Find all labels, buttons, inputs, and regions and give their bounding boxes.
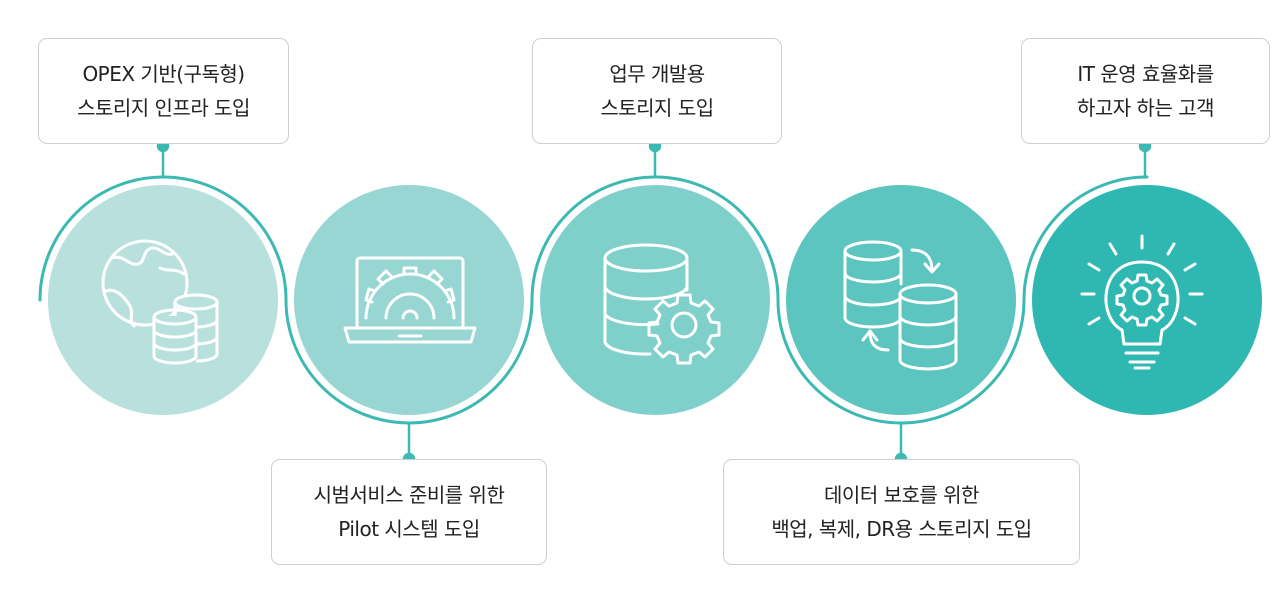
step-circle-5 xyxy=(1032,185,1262,415)
step-label-box-3: 업무 개발용 스토리지 도입 xyxy=(532,38,782,144)
step-label-line: 업무 개발용 xyxy=(609,62,705,86)
step-label-line: 스토리지 인프라 도입 xyxy=(77,96,250,120)
step-label-line: 스토리지 도입 xyxy=(600,96,714,120)
lightbulb-gear-icon xyxy=(1080,234,1204,370)
step-label-line: 시범서비스 준비를 위한 xyxy=(313,483,505,507)
step-label-line: Pilot 시스템 도입 xyxy=(338,517,480,541)
step-label-line: OPEX 기반(구독형) xyxy=(82,62,245,86)
step-circle-1 xyxy=(48,185,278,415)
step-label-box-4: 데이터 보호를 위한 백업, 복제, DR용 스토리지 도입 xyxy=(723,459,1080,565)
step-label-box-5: IT 운영 효율화를 하고자 하는 고객 xyxy=(1021,38,1270,144)
database-gear-icon xyxy=(603,243,721,365)
step-label-line: IT 운영 효율화를 xyxy=(1077,62,1214,86)
step-label-line: 하고자 하는 고객 xyxy=(1076,96,1215,120)
step-circle-2 xyxy=(294,185,524,415)
step-label-line: 데이터 보호를 위한 xyxy=(824,483,979,507)
arc-5 xyxy=(1022,175,1149,302)
database-sync-icon xyxy=(843,240,958,371)
step-label-box-2: 시범서비스 준비를 위한 Pilot 시스템 도입 xyxy=(271,459,547,565)
step-label-box-1: OPEX 기반(구독형) 스토리지 인프라 도입 xyxy=(38,38,289,144)
globe-database-icon xyxy=(101,239,219,365)
step-label-line: 백업, 복제, DR용 스토리지 도입 xyxy=(771,517,1032,541)
laptop-gear-icon xyxy=(343,256,477,344)
